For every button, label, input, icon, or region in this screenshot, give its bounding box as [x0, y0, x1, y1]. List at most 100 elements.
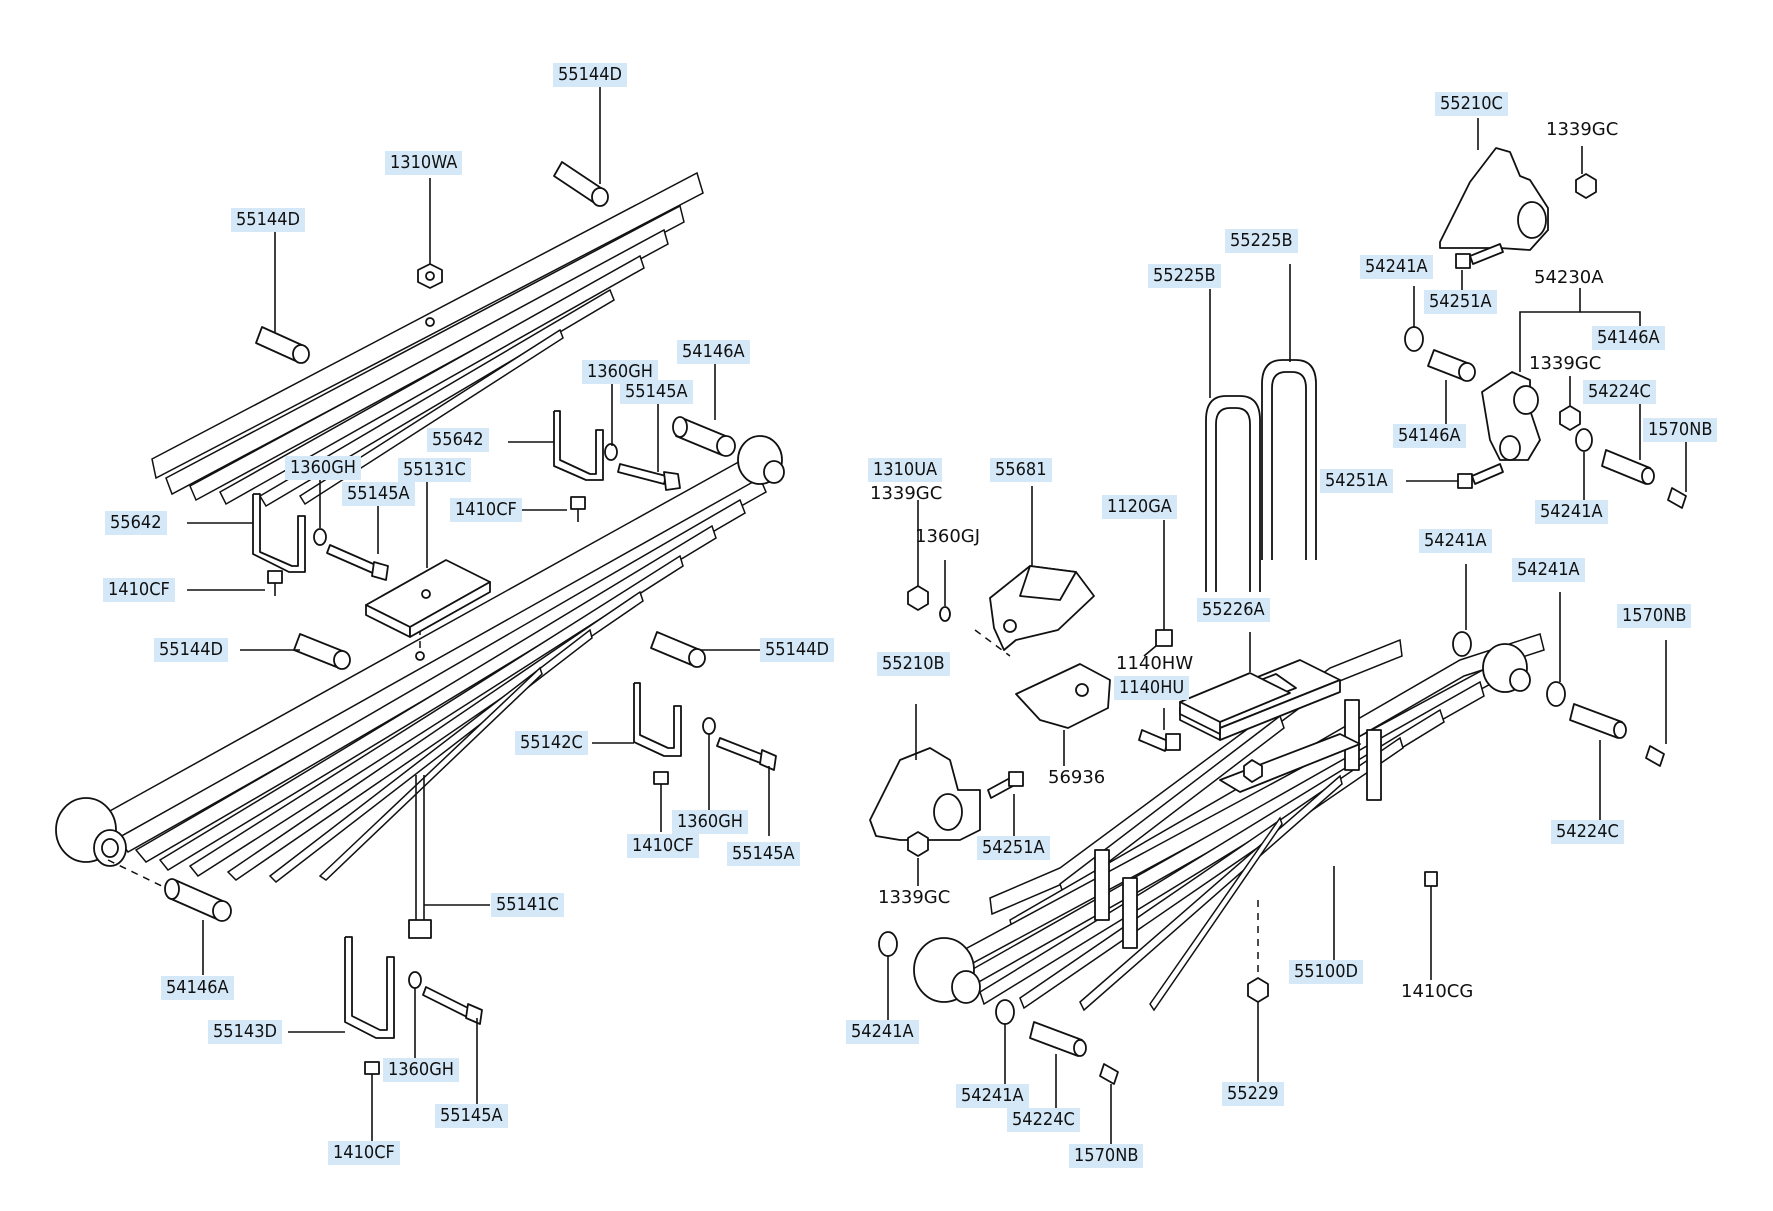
leader-lines-left [187, 87, 770, 1141]
label-55642-right[interactable]: 55642 [427, 428, 489, 452]
label-1120ga[interactable]: 1120GA [1102, 495, 1177, 519]
label-1410cg[interactable]: 1410CG [1401, 981, 1474, 1002]
label-55642-left[interactable]: 55642 [105, 511, 167, 535]
label-56936[interactable]: 56936 [1048, 767, 1106, 788]
label-1310wa[interactable]: 1310WA [385, 151, 463, 175]
grease-1570nb-mid [1645, 745, 1665, 767]
label-55210b[interactable]: 55210B [877, 652, 950, 676]
label-1339gc-a[interactable]: 1339GC [1546, 119, 1619, 140]
bolt-1140hw [1143, 629, 1173, 657]
pin-54224c-upper [1601, 449, 1655, 485]
label-54224c-c[interactable]: 54224C [1007, 1108, 1080, 1132]
label-1339gc-b[interactable]: 1339GC [1529, 353, 1602, 374]
label-54241a-a[interactable]: 54241A [1360, 255, 1433, 279]
label-55141c[interactable]: 55141C [491, 893, 564, 917]
label-1360gh-b[interactable]: 1360GH [285, 456, 361, 480]
label-1140hu[interactable]: 1140HU [1114, 676, 1190, 700]
rear-leaf-spring-pack [913, 633, 1545, 1012]
bracket-55143d [344, 936, 395, 1039]
bolts-1410cf [267, 496, 669, 1088]
label-54251a-c[interactable]: 54251A [977, 836, 1050, 860]
label-1410cf-d[interactable]: 1410CF [328, 1141, 400, 1165]
label-1140hw[interactable]: 1140HW [1116, 653, 1194, 674]
label-1410cf-c[interactable]: 1410CF [627, 834, 699, 858]
u-bolt-clamps [1094, 699, 1382, 949]
label-55144d-mid-right[interactable]: 55144D [760, 638, 834, 662]
label-54241a-e[interactable]: 54241A [846, 1020, 919, 1044]
label-54224c-a[interactable]: 54224C [1583, 380, 1656, 404]
main-leaf-spring-pack [55, 435, 785, 883]
label-55131c[interactable]: 55131C [398, 458, 471, 482]
bushing-54146a-shackle [1427, 349, 1476, 382]
label-55225b-right[interactable]: 55225B [1225, 229, 1298, 253]
label-55226a[interactable]: 55226A [1197, 598, 1270, 622]
label-1570nb-b[interactable]: 1570NB [1617, 604, 1692, 628]
label-55142c[interactable]: 55142C [515, 731, 588, 755]
bolt-54251a-upper [1455, 243, 1504, 269]
label-55145a-b[interactable]: 55145A [342, 482, 415, 506]
label-1310ua[interactable]: 1310UA [868, 458, 943, 482]
nut-1310wa [417, 263, 443, 289]
washers-left [313, 443, 716, 989]
grease-1570nb-upper [1667, 487, 1687, 509]
label-1570nb-c[interactable]: 1570NB [1069, 1144, 1144, 1168]
label-54251a-b[interactable]: 54251A [1320, 469, 1393, 493]
label-55143d[interactable]: 55143D [208, 1020, 282, 1044]
label-54241a-d[interactable]: 54241A [1512, 558, 1585, 582]
label-54146a-r1[interactable]: 54146A [1592, 326, 1665, 350]
grease-1570nb-lower [1099, 1063, 1119, 1085]
u-bolt-55225b-right [1261, 359, 1317, 560]
nut-55229 [1247, 977, 1269, 1003]
upper-leaf-spring-pack [151, 171, 704, 508]
bracket-55642-right [553, 410, 604, 481]
bolt-55145a-a [617, 463, 681, 491]
label-54251a-a[interactable]: 54251A [1424, 290, 1497, 314]
label-54146a-r2[interactable]: 54146A [1393, 424, 1466, 448]
washer-54241a-rear-eye [1452, 631, 1566, 707]
bushing-55144d-upper-right [553, 161, 609, 207]
label-55145a-d[interactable]: 55145A [435, 1104, 508, 1128]
pad-55131c [365, 559, 491, 638]
bolt-55145a-b [326, 544, 389, 581]
leader-lines-right [887, 118, 1687, 1144]
hanger-55210b [869, 747, 981, 841]
label-1360gh-d[interactable]: 1360GH [383, 1058, 459, 1082]
plate-56936 [1015, 663, 1111, 729]
bumper-55226a [1179, 672, 1291, 735]
label-54241a-c[interactable]: 54241A [1419, 529, 1492, 553]
nut-1310ua [907, 585, 951, 622]
pin-54224c-lower [1029, 1021, 1087, 1057]
label-54146a-lower[interactable]: 54146A [161, 976, 234, 1000]
label-1339gc-d[interactable]: 1339GC [878, 887, 951, 908]
pin-54224c-mid [1569, 703, 1627, 739]
label-55144d-upper-left[interactable]: 55144D [231, 208, 305, 232]
bracket-55681 [989, 565, 1095, 651]
label-1339gc-c[interactable]: 1339GC [870, 483, 943, 504]
label-55681[interactable]: 55681 [990, 458, 1052, 482]
label-55144d-top[interactable]: 55144D [553, 63, 627, 87]
label-1410cf-a[interactable]: 1410CF [450, 498, 522, 522]
label-54241a-b[interactable]: 54241A [1535, 500, 1608, 524]
label-54224c-b[interactable]: 54224C [1551, 820, 1624, 844]
bushing-55144d-upper-left [255, 326, 310, 364]
label-54146a-upper[interactable]: 54146A [677, 340, 750, 364]
hanger-55210c [1439, 147, 1549, 251]
label-1360gh-c[interactable]: 1360GH [672, 810, 748, 834]
label-55210c[interactable]: 55210C [1435, 92, 1508, 116]
label-55145a-c[interactable]: 55145A [727, 842, 800, 866]
bolt-1410cg [1424, 871, 1438, 900]
label-55225b-left[interactable]: 55225B [1148, 264, 1221, 288]
bolt-1140hu [1138, 729, 1181, 752]
label-55229[interactable]: 55229 [1222, 1082, 1284, 1106]
bushing-55144d-mid-left [293, 633, 351, 670]
label-55100d[interactable]: 55100D [1289, 960, 1363, 984]
nut-1339gc-shackle [1559, 405, 1581, 431]
label-54230a[interactable]: 54230A [1534, 267, 1604, 288]
bushing-54146a-lower [164, 878, 232, 922]
label-55145a-a[interactable]: 55145A [620, 380, 693, 404]
label-55144d-mid-left[interactable]: 55144D [154, 638, 228, 662]
label-1570nb-a[interactable]: 1570NB [1643, 418, 1718, 442]
label-1410cf-b[interactable]: 1410CF [103, 578, 175, 602]
label-54241a-f[interactable]: 54241A [956, 1084, 1029, 1108]
label-1360gj[interactable]: 1360GJ [915, 526, 981, 547]
